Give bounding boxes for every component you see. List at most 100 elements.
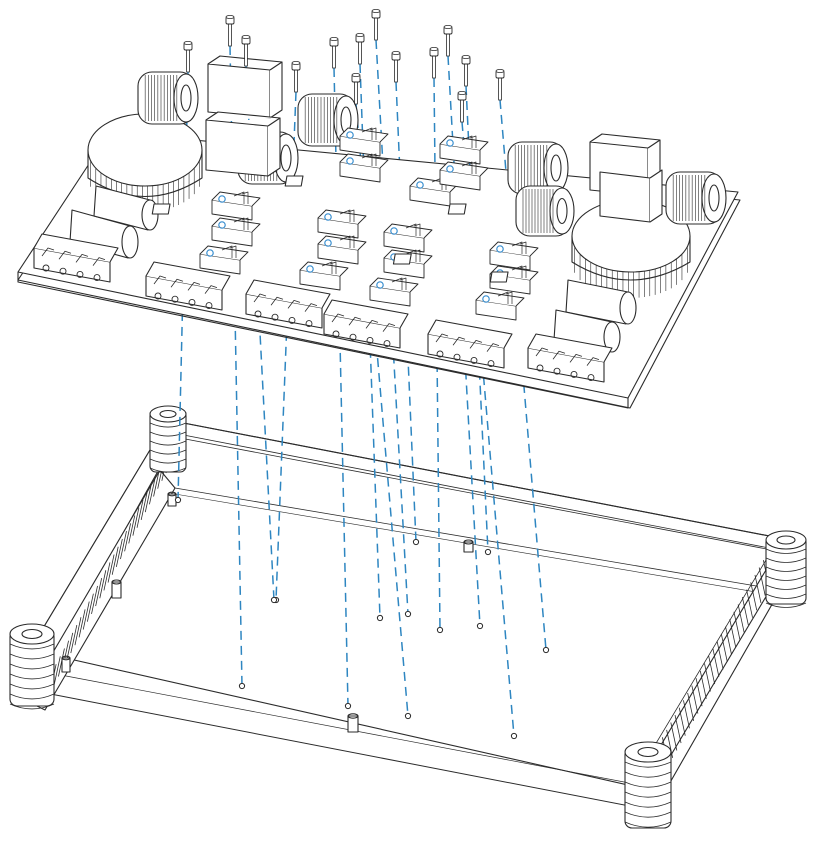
post-ring bbox=[765, 593, 807, 599]
vent-slot bbox=[678, 707, 686, 736]
terminal-screw bbox=[383, 340, 391, 348]
screw bbox=[457, 91, 467, 123]
vent-slot bbox=[78, 609, 86, 638]
switch-module bbox=[439, 135, 489, 165]
corner-post-front-left bbox=[9, 623, 55, 710]
vent-slot bbox=[704, 663, 711, 692]
screw bbox=[351, 73, 361, 105]
vent-slot bbox=[741, 596, 749, 626]
post-ring bbox=[624, 791, 672, 798]
cylinder-component bbox=[565, 279, 637, 325]
large-capacitor-left bbox=[87, 113, 203, 212]
mounting-hole bbox=[436, 626, 444, 634]
terminal-screw bbox=[76, 270, 84, 278]
vent-slot bbox=[153, 468, 160, 497]
vent-slot bbox=[70, 624, 78, 654]
vent-slot bbox=[746, 589, 753, 618]
post-ring bbox=[624, 821, 672, 828]
screw bbox=[429, 47, 439, 79]
vent-slot bbox=[687, 692, 695, 722]
guide-line bbox=[275, 91, 297, 601]
post-ring bbox=[9, 703, 55, 710]
vent-slot bbox=[74, 617, 82, 646]
screw bbox=[291, 61, 301, 93]
mounting-hole bbox=[270, 596, 278, 604]
inductor-coil bbox=[507, 141, 569, 195]
corner-post-back-right bbox=[765, 530, 807, 608]
post-ring bbox=[149, 458, 187, 464]
mounting-hole bbox=[484, 548, 492, 556]
vent-slot bbox=[699, 670, 707, 699]
screw-terminal-blocks bbox=[33, 233, 613, 383]
post-ring bbox=[9, 643, 55, 650]
screw bbox=[495, 69, 505, 101]
post-ring bbox=[9, 693, 55, 700]
switch-module bbox=[299, 261, 349, 291]
guide-line bbox=[461, 121, 515, 737]
mounting-hole bbox=[404, 712, 412, 720]
vent-slot bbox=[758, 567, 766, 596]
vent-slot bbox=[132, 507, 140, 536]
terminal-screw bbox=[553, 367, 561, 375]
terminal-screw bbox=[254, 310, 262, 318]
vent-slot bbox=[691, 685, 699, 714]
switch-module bbox=[199, 245, 249, 275]
post-ring bbox=[765, 566, 807, 572]
vent-slot bbox=[136, 499, 144, 528]
switch-module bbox=[339, 127, 389, 157]
inductor-coil bbox=[665, 171, 727, 225]
post-ring bbox=[624, 771, 672, 778]
terminal-screw bbox=[436, 350, 444, 358]
block-component bbox=[205, 111, 281, 177]
mounting-hole bbox=[344, 702, 352, 710]
terminal-screw bbox=[59, 267, 67, 275]
terminal-screw bbox=[42, 264, 50, 272]
contact-ring bbox=[324, 213, 332, 221]
mounting-hole bbox=[510, 732, 518, 740]
vent-slot bbox=[107, 554, 115, 583]
vent-slot bbox=[725, 626, 732, 655]
switch-module bbox=[489, 241, 539, 271]
switch-module bbox=[383, 223, 433, 253]
vent-slot bbox=[124, 523, 132, 552]
vent-slot bbox=[120, 531, 127, 560]
post-ring bbox=[149, 440, 187, 446]
screw bbox=[183, 41, 193, 73]
chip bbox=[284, 175, 304, 187]
large-capacitor-right bbox=[571, 199, 691, 298]
switch-module bbox=[409, 177, 459, 207]
mounting-hole bbox=[238, 682, 246, 690]
vent-slot bbox=[733, 611, 741, 640]
post-ring bbox=[9, 653, 55, 660]
terminal-screw bbox=[349, 333, 357, 341]
terminal-screw bbox=[171, 295, 179, 303]
vent-slot bbox=[670, 722, 678, 751]
switch-module bbox=[439, 161, 489, 191]
screw bbox=[371, 8, 381, 41]
circuit-board bbox=[17, 55, 741, 409]
vent-slot bbox=[708, 655, 716, 685]
back-rail-low bbox=[174, 487, 781, 591]
vent-slot bbox=[86, 593, 94, 622]
screw-terminal-block bbox=[145, 261, 231, 311]
back-rail-low2 bbox=[174, 493, 781, 597]
chip bbox=[489, 271, 509, 283]
corner-post-back-left bbox=[149, 405, 187, 473]
post-ring bbox=[765, 557, 807, 563]
contact-ring bbox=[306, 265, 314, 273]
post-ring bbox=[9, 663, 55, 670]
post-ring bbox=[9, 673, 55, 680]
back-rail-top bbox=[167, 419, 791, 541]
vent-slot bbox=[115, 538, 123, 568]
vent-slot bbox=[720, 633, 728, 663]
terminal-screw bbox=[366, 336, 374, 344]
standoff bbox=[167, 491, 177, 507]
inductor-coil bbox=[515, 185, 575, 237]
post-ring bbox=[624, 811, 672, 818]
vent-slot bbox=[95, 577, 103, 607]
mounting-holes bbox=[174, 496, 550, 740]
vent-slot bbox=[111, 546, 119, 575]
switch-module bbox=[211, 191, 261, 221]
screw-terminal-block bbox=[527, 333, 613, 383]
switch-module bbox=[475, 291, 525, 321]
